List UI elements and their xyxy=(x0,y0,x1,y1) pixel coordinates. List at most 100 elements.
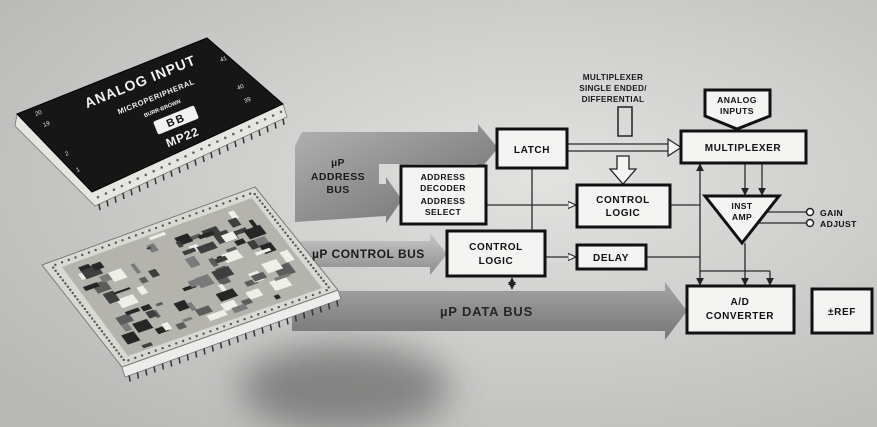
pcb-hole xyxy=(292,241,294,243)
pcb-pin xyxy=(204,349,205,355)
pcb-hole xyxy=(223,325,225,327)
pcb-hole xyxy=(168,345,170,347)
pcb-pin xyxy=(137,373,138,379)
pcb-hole xyxy=(325,283,327,285)
pcb-pin xyxy=(196,352,197,358)
gain-label: GAIN xyxy=(820,208,843,218)
pcb-hole xyxy=(135,234,137,236)
pcb-hole xyxy=(123,359,125,361)
pcb-hole xyxy=(93,321,95,323)
pcb-hole xyxy=(62,279,64,281)
chip-pin xyxy=(99,204,100,210)
pcb-hole xyxy=(59,276,61,278)
chip-pin xyxy=(227,145,228,151)
gain-terminal-icon xyxy=(807,209,814,216)
pcb-hole xyxy=(168,222,170,224)
mux-mode-label: DIFFERENTIAL xyxy=(582,95,645,104)
chip-pin-hole xyxy=(160,166,163,169)
inst-amp-label: INST xyxy=(731,201,753,211)
pcb-hole xyxy=(101,246,103,248)
inst-amp-label: AMP xyxy=(732,212,752,222)
chip-pin-hole xyxy=(200,148,203,151)
chip-pin-hole xyxy=(256,122,259,125)
pcb-hole xyxy=(71,292,73,294)
pcb-hole xyxy=(88,251,90,253)
mux-mode-label: MULTIPLEXER xyxy=(583,73,643,82)
chip-pin xyxy=(115,197,116,203)
adjust-label: ADJUST xyxy=(820,219,857,229)
pcb-hole xyxy=(103,333,105,335)
pcb-hole xyxy=(120,356,122,358)
pcb-hole xyxy=(202,210,204,212)
pcb-hole xyxy=(319,291,321,293)
chip-pin-hole xyxy=(129,181,132,184)
pcb-pin xyxy=(279,322,280,328)
pcb-hole xyxy=(101,330,103,332)
pcb-pin xyxy=(129,376,130,382)
chip-pin-hole xyxy=(136,177,139,180)
pcb-hole xyxy=(299,251,301,253)
chip-pin xyxy=(171,171,172,177)
pcb-hole xyxy=(61,261,63,263)
pcb-hole xyxy=(202,333,204,335)
pcb-hole xyxy=(175,342,177,344)
pcb-hole xyxy=(278,306,280,308)
chip-pin xyxy=(179,167,180,173)
pcb-hole xyxy=(189,337,191,339)
pcb-hole xyxy=(282,228,284,230)
pcb-hole xyxy=(141,354,143,356)
chip-pin-hole xyxy=(192,151,195,154)
pcb-hole xyxy=(302,254,304,256)
pcb-hole xyxy=(108,340,110,342)
pcb-hole xyxy=(216,328,218,330)
pcb-hole xyxy=(287,235,289,237)
chip-pin-hole xyxy=(168,162,171,165)
pcb-pin xyxy=(229,340,230,346)
pcb-hole xyxy=(284,232,286,234)
pcb-hole xyxy=(271,308,273,310)
pcb-hole xyxy=(54,270,56,272)
pcb-hole xyxy=(141,232,143,234)
chip-pin xyxy=(163,174,164,180)
pcb-hole xyxy=(325,289,327,291)
pcb-pin xyxy=(320,307,321,313)
pcb-pin xyxy=(237,337,238,343)
chip-pin xyxy=(139,186,140,192)
pcb-hole xyxy=(69,289,71,291)
pcb-hole xyxy=(312,267,314,269)
chip-pin-hole xyxy=(97,196,100,199)
pcb-hole xyxy=(328,286,330,288)
pcb-hole xyxy=(237,320,239,322)
pcb-hole xyxy=(118,352,120,354)
pcb-hole xyxy=(155,227,157,229)
address-decoder-label: ADDRESS xyxy=(421,172,466,182)
pcb-hole xyxy=(64,282,66,284)
chip-pin-hole xyxy=(224,137,227,140)
pcb-hole xyxy=(279,225,281,227)
address-select-label: ADDRESS xyxy=(421,196,466,206)
chip-pin xyxy=(235,141,236,147)
pcb-hole xyxy=(128,237,130,239)
pcb-hole xyxy=(307,260,309,262)
pcb-hole xyxy=(320,277,322,279)
pcb-hole xyxy=(96,324,98,326)
pcb-hole xyxy=(209,207,211,209)
pcb-hole xyxy=(256,196,258,198)
delay-label: DELAY xyxy=(593,253,629,264)
pcb-hole xyxy=(259,199,261,201)
chip-pin xyxy=(243,137,244,143)
pcb-hole xyxy=(57,273,59,275)
pcb-hole xyxy=(108,244,110,246)
pcb-hole xyxy=(188,215,190,217)
pcb-pin xyxy=(171,361,172,367)
address-bus-label: ADDRESS xyxy=(311,171,365,183)
chip-pin-hole xyxy=(121,185,124,188)
pcb-hole xyxy=(291,301,293,303)
chip-pin xyxy=(283,119,284,125)
chip-pin xyxy=(219,149,220,155)
pcb-hole xyxy=(195,212,197,214)
pcb-pin xyxy=(312,310,313,316)
pcb-hole xyxy=(127,359,129,361)
chip-pin xyxy=(195,160,196,166)
